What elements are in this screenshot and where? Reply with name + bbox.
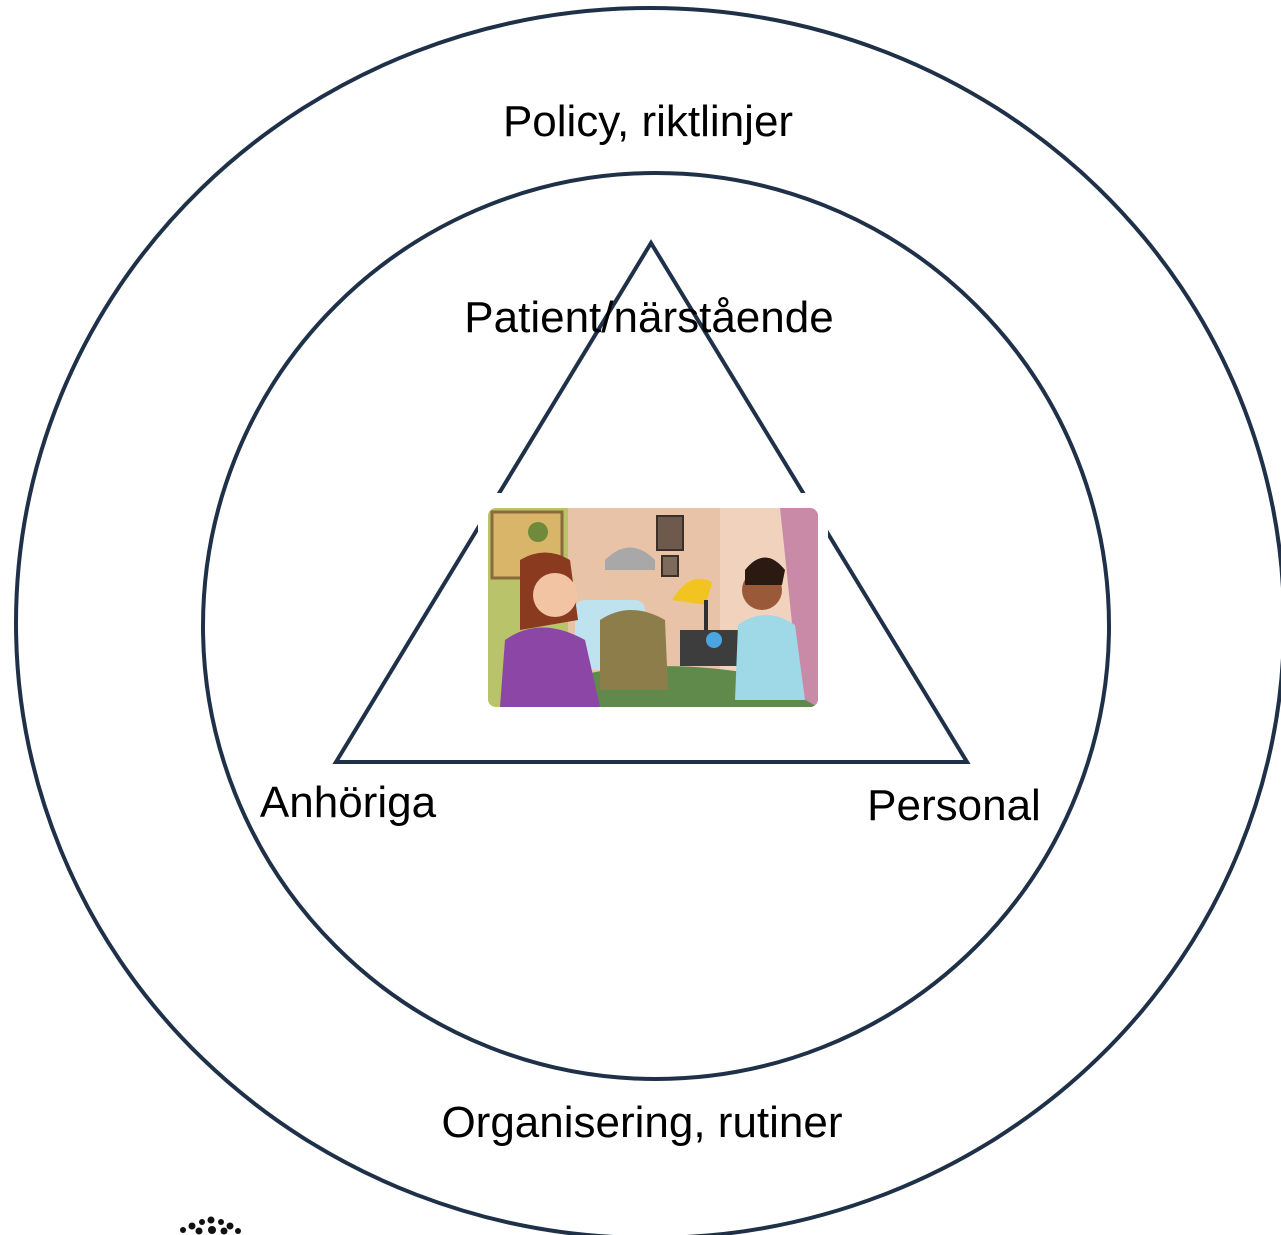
triangle-left-label: Anhöriga <box>260 778 437 827</box>
outer-ring-bottom-label: Organisering, rutiner <box>441 1098 842 1147</box>
outer-ring-top-label: Policy, riktlinjer <box>503 97 793 146</box>
dots-cluster-logo-icon <box>180 1216 241 1235</box>
outer-ring <box>14 6 1281 1235</box>
triangle-right-label: Personal <box>867 781 1041 830</box>
family-and-nurse-meeting-illustration <box>478 493 828 712</box>
inner-ring <box>201 171 1111 1081</box>
triangle-top-label: Patient/närstående <box>464 293 833 342</box>
